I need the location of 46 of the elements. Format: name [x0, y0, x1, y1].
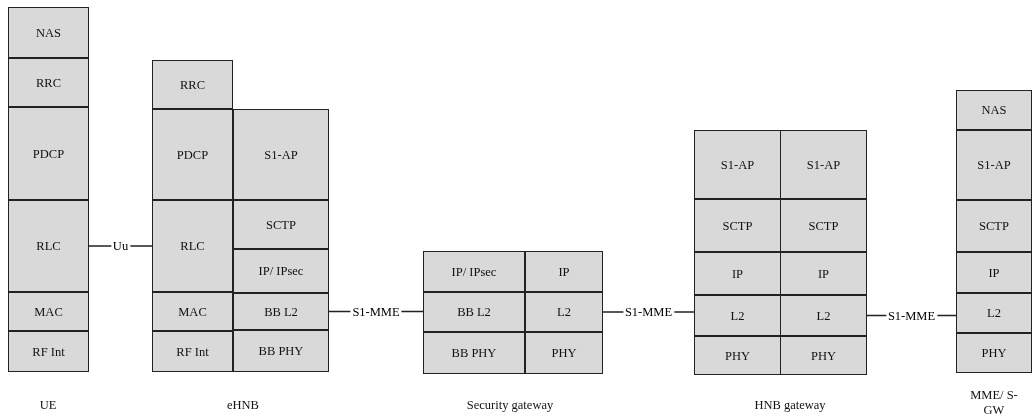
protocol-layer-box: PHY — [780, 336, 867, 375]
protocol-layer-box: PHY — [525, 332, 603, 374]
connector-line — [88, 245, 153, 247]
protocol-layer-box: BB PHY — [423, 332, 525, 374]
protocol-layer-box: S1-AP — [956, 130, 1032, 200]
protocol-layer-box: SCTP — [233, 200, 329, 249]
protocol-layer-box: PHY — [694, 336, 781, 375]
protocol-layer-box: S1-AP — [694, 130, 781, 199]
protocol-layer-box: SCTP — [780, 199, 867, 252]
edge-label: S1-MME — [622, 305, 675, 319]
protocol-layer-box: IP — [694, 252, 781, 295]
protocol-layer-box: BB L2 — [423, 292, 525, 332]
stack-name: MME/ S-GW — [969, 388, 1019, 418]
protocol-layer-box: L2 — [956, 293, 1032, 333]
protocol-layer-box: RF Int — [8, 331, 89, 372]
protocol-layer-box: MAC — [8, 292, 89, 331]
protocol-layer-box: L2 — [780, 295, 867, 336]
protocol-layer-box: IP/ IPsec — [423, 251, 525, 292]
protocol-layer-box: IP — [956, 252, 1032, 293]
protocol-layer-box: NAS — [8, 7, 89, 58]
stack-name: HNB gateway — [753, 398, 827, 413]
protocol-layer-box: PDCP — [8, 107, 89, 200]
protocol-layer-box: S1-AP — [780, 130, 867, 199]
protocol-layer-box: SCTP — [956, 200, 1032, 252]
protocol-layer-box: L2 — [694, 295, 781, 336]
stack-name: UE — [38, 398, 58, 413]
protocol-layer-box: NAS — [956, 90, 1032, 130]
protocol-layer-box: RF Int — [152, 331, 233, 372]
edge-label: Uu — [110, 239, 131, 253]
protocol-layer-box: L2 — [525, 292, 603, 332]
protocol-layer-box: RRC — [152, 60, 233, 109]
protocol-layer-box: S1-AP — [233, 109, 329, 200]
stack-name: Security gateway — [465, 398, 555, 413]
protocol-layer-box: RRC — [8, 58, 89, 107]
protocol-layer-box: PHY — [956, 333, 1032, 373]
protocol-layer-box: IP — [780, 252, 867, 295]
stack-name: eHNB — [226, 398, 260, 413]
protocol-layer-box: IP/ IPsec — [233, 249, 329, 293]
protocol-layer-box: RLC — [8, 200, 89, 292]
protocol-layer-box: SCTP — [694, 199, 781, 252]
protocol-layer-box: MAC — [152, 292, 233, 331]
protocol-layer-box: BB PHY — [233, 330, 329, 372]
protocol-layer-box: RLC — [152, 200, 233, 292]
protocol-layer-box: PDCP — [152, 109, 233, 200]
protocol-layer-box: BB L2 — [233, 293, 329, 330]
protocol-layer-box: IP — [525, 251, 603, 292]
